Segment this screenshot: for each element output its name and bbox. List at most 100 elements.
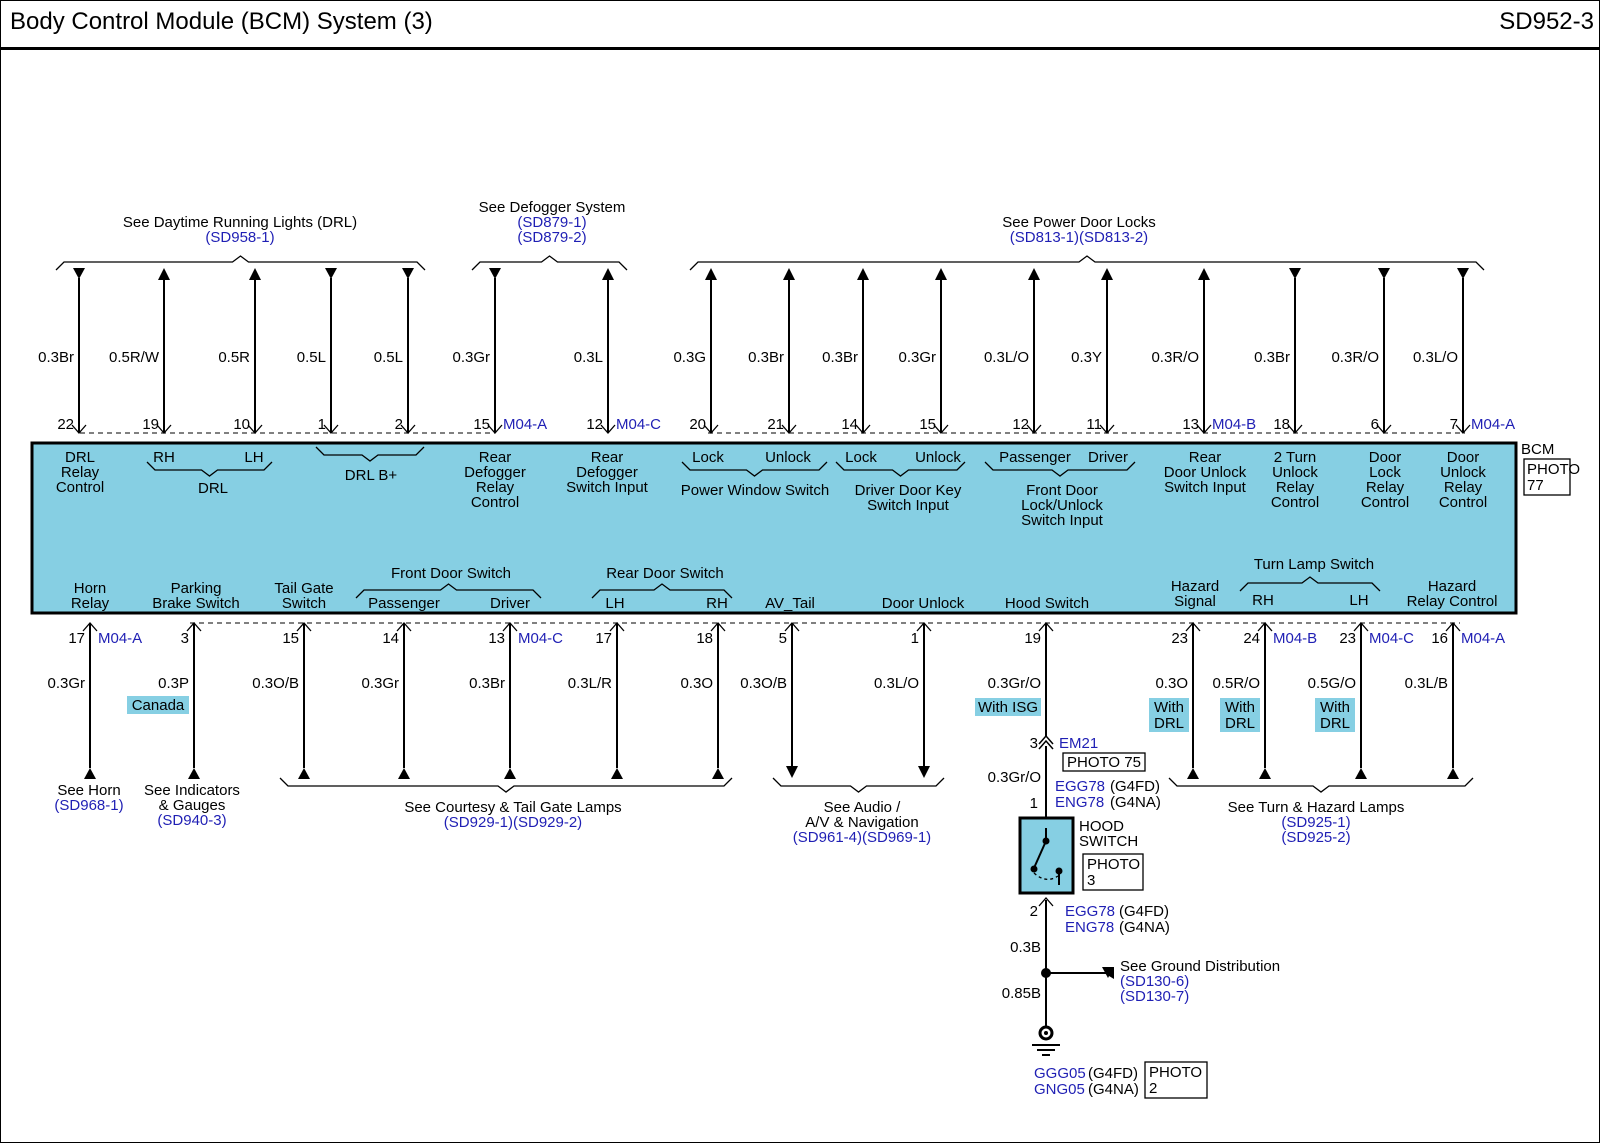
top-wire-label: 0.3Br: [38, 349, 74, 366]
option-with-drl: With: [1225, 699, 1255, 716]
option-with-drl: DRL: [1320, 715, 1350, 732]
top-pin-marker: [1099, 424, 1115, 434]
module-bracket: [681, 461, 828, 477]
top-wire-arrow: [935, 268, 947, 280]
top-pin-number: 1: [318, 416, 326, 433]
bcm-label-door-lock-relay: Control: [1361, 494, 1409, 511]
top-pin-number: 14: [841, 416, 858, 433]
hood-switch-contact-point: [1030, 865, 1038, 873]
bcm-label-power-window-switch: Power Window Switch: [681, 482, 829, 499]
bcm-label-tail-gate: Switch: [282, 595, 326, 612]
top-pin-number: 11: [1086, 416, 1102, 433]
bottom-wire-arrow: [918, 766, 930, 778]
top-pin-marker: [1196, 424, 1212, 434]
bcm-label-fds-passenger: Passenger: [368, 595, 440, 612]
bottom-wire-label: 0.3Br: [469, 675, 505, 692]
bottom-wire-label: 0.3L/B: [1405, 675, 1448, 692]
photo3-box: [1082, 853, 1144, 891]
top-pin-number: 15: [473, 416, 490, 433]
bottom-wire-label: 0.3Gr: [47, 675, 85, 692]
bottom-wire-label: 0.3P: [158, 675, 189, 692]
bcm-label-front-door-switch: Front Door Switch: [391, 565, 511, 582]
bottom-wire-terminal: [504, 768, 516, 779]
bcm-label-rear-defogger-switch: Defogger: [576, 464, 638, 481]
top-wire-terminal: [1289, 268, 1301, 279]
top-pin-number: 12: [1012, 416, 1029, 433]
top-pin-marker: [781, 424, 797, 434]
bottom-pin-number: 23: [1171, 630, 1188, 647]
bottom-ref-audio: A/V & Navigation: [805, 814, 918, 831]
bottom-ref-audio: (SD961-4)(SD969-1): [793, 829, 931, 846]
hood-switch-actuator: [1033, 872, 1059, 880]
bcm-label-driver-door-key-switch: Driver Door Key: [855, 482, 962, 499]
photo2-label: 2: [1149, 1080, 1157, 1097]
bottom-ref-turn-hazard: (SD925-1): [1281, 814, 1350, 831]
bottom-wire-terminal: [1259, 768, 1271, 779]
bcm-label-2-turn-unlock: Relay: [1276, 479, 1315, 496]
top-wire-label: 0.3Gr: [898, 349, 936, 366]
module-bracket: [591, 583, 733, 599]
top-wire-label: 0.3L/O: [1413, 349, 1458, 366]
bottom-wire-terminal: [188, 768, 200, 779]
bottom-ref-horn: See Horn: [57, 782, 120, 799]
photo2-box: [1144, 1061, 1208, 1099]
bcm-label-rear-door-unlock: Switch Input: [1164, 479, 1247, 496]
bottom-pin-number: 17: [68, 630, 85, 647]
top-pin-marker: [600, 424, 616, 434]
bcm-label-door-lock-relay: Door: [1369, 449, 1402, 466]
top-wire-terminal: [73, 268, 85, 279]
bottom-pin-number: 3: [181, 630, 189, 647]
bottom-pin-number: 19: [1024, 630, 1041, 647]
top-pin-marker: [400, 424, 416, 434]
page-code: SD952-3: [1499, 8, 1594, 35]
bcm-label-drl: DRL: [198, 480, 228, 497]
bottom-pin-number: 15: [282, 630, 299, 647]
top-group-ref-defogger: See Defogger System: [479, 199, 626, 216]
top-pin-number: 15: [919, 416, 936, 433]
bottom-wire-label: 0.3O/B: [252, 675, 299, 692]
bottom-wire-terminal: [712, 768, 724, 779]
bcm-label-rear-door-switch: Rear Door Switch: [606, 565, 724, 582]
module-bracket: [1239, 576, 1381, 592]
ground-engine-g4na: (G4NA): [1088, 1081, 1139, 1098]
bcm-label-front-door-lock-unlock: Front Door: [1026, 482, 1098, 499]
em21-connector-marker: [1038, 739, 1054, 750]
top-group-ref-drl: See Daytime Running Lights (DRL): [123, 214, 357, 231]
top-wire-label: 0.3R/O: [1331, 349, 1379, 366]
bcm-label-tail-gate: Tail Gate: [274, 580, 333, 597]
bcm-photo-label: 77: [1527, 477, 1544, 494]
bcm-label-pw-unlock: Unlock: [765, 449, 811, 466]
top-pin-marker: [323, 424, 339, 434]
bottom-pin-number: 24: [1243, 630, 1260, 647]
top-wire-label: 0.3L/O: [984, 349, 1029, 366]
top-wire-label: 0.3R/O: [1151, 349, 1199, 366]
bcm-label-drl-relay-control: Control: [56, 479, 104, 496]
bcm-label-door-unlock-relay: Door: [1447, 449, 1480, 466]
page-title: Body Control Module (BCM) System (3): [10, 8, 433, 35]
ground-connector-gng05: GNG05: [1034, 1081, 1085, 1098]
bcm-label-fds-driver: Driver: [490, 595, 530, 612]
top-group-bracket: [689, 255, 1485, 271]
bcm-label-door-lock-relay: Lock: [1369, 464, 1401, 481]
bcm-label-front-door-lock-unlock: Switch Input: [1021, 512, 1104, 529]
option-highlight: [1149, 698, 1189, 732]
bottom-pin-number: 14: [382, 630, 399, 647]
bcm-label-drl-rh: RH: [153, 449, 175, 466]
bcm-label-rear-defogger-relay: Defogger: [464, 464, 526, 481]
bcm-label-rear-door-unlock: Rear: [1189, 449, 1222, 466]
top-pin-number: 21: [767, 416, 784, 433]
bottom-connector-id: M04-C: [518, 630, 563, 647]
bottom-pin-number: 23: [1339, 630, 1356, 647]
top-wire-arrow: [1101, 268, 1113, 280]
top-pin-marker: [933, 424, 949, 434]
bottom-wire-label: 0.3Gr/O: [988, 675, 1041, 692]
option-with-drl: DRL: [1154, 715, 1184, 732]
bottom-wire-label: 0.3Gr: [361, 675, 399, 692]
top-wire-label: 0.5R: [218, 349, 250, 366]
top-wire-arrow: [249, 268, 261, 280]
ground-eyelet: [1044, 1031, 1048, 1035]
top-group-bracket: [471, 255, 628, 271]
bcm-label-rear-defogger-switch: Switch Input: [566, 479, 649, 496]
hood-connector-egg78: EGG78: [1055, 778, 1105, 795]
bottom-ref-turn-hazard: (SD925-2): [1281, 829, 1350, 846]
